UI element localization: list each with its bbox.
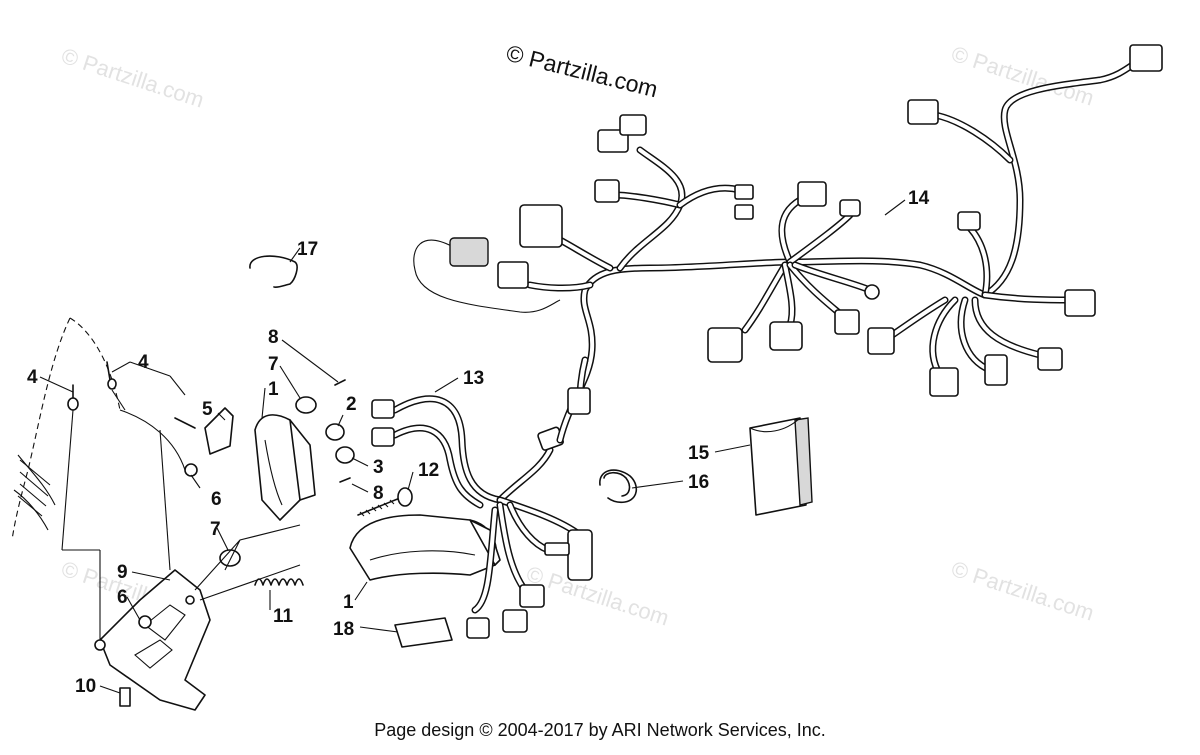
mount-bracket-9: [94, 569, 211, 711]
bulb-2: [325, 423, 345, 441]
callout-18: 18: [333, 619, 354, 640]
callout-13: 13: [463, 368, 484, 389]
decal-18: [394, 617, 453, 648]
watermark: © Partzilla.com: [948, 556, 1097, 626]
spring-11: [254, 578, 304, 586]
ring-clamp-16-inner: [603, 471, 631, 497]
copyright-watermark: © Partzilla.com: [504, 40, 661, 103]
callout-7b: 7: [210, 519, 221, 540]
grommet-7a: [295, 396, 317, 414]
callout-4a: 4: [27, 367, 38, 388]
watermark: © Partzilla.com: [948, 41, 1097, 111]
grommet-7b: [219, 549, 241, 567]
callout-9: 9: [117, 562, 128, 583]
watermark: © Partzilla.com: [523, 561, 672, 631]
callout-14: 14: [908, 188, 930, 209]
callout-8a: 8: [268, 327, 279, 348]
adjuster-screw-12: [357, 487, 413, 517]
callout-15: 15: [688, 443, 710, 464]
callout-8b: 8: [373, 483, 384, 504]
screw-8a: [334, 379, 346, 386]
headlight-1a: [254, 414, 316, 521]
callout-4b: 4: [138, 352, 149, 373]
rivet-pin-4b: [106, 361, 126, 411]
nut-6a: [184, 463, 198, 477]
watermark: © Partzilla.com: [58, 43, 207, 113]
callout-1a: 1: [268, 379, 279, 400]
headlight-harness-13: [371, 395, 593, 639]
page-footer-credit: Page design © 2004-2017 by ARI Network S…: [374, 720, 826, 740]
callout-6a: 6: [211, 489, 222, 510]
protective-sleeve-15: [749, 417, 813, 516]
callout-2: 2: [346, 394, 357, 415]
headlight-1b: [349, 514, 501, 581]
callout-7a: 7: [268, 354, 279, 375]
callout-6b: 6: [117, 587, 128, 608]
callout-10: 10: [75, 676, 96, 697]
clamp-17: [249, 255, 298, 288]
callout-5: 5: [202, 399, 213, 420]
rivet-pin-4a: [61, 384, 79, 551]
screw-8b: [339, 477, 351, 483]
mount-bracket-5: [204, 407, 234, 455]
ring-clamp-16: [599, 469, 638, 504]
nut-6b: [138, 615, 152, 629]
callout-17: 17: [297, 239, 318, 260]
main-wiring-harness-14: [413, 44, 1163, 444]
callout-12: 12: [418, 460, 439, 481]
callout-1b: 1: [343, 592, 354, 613]
clip-10: [119, 687, 131, 707]
callout-16: 16: [688, 472, 709, 493]
callout-3: 3: [373, 457, 384, 478]
fairing-outline: [11, 317, 186, 541]
callout-11: 11: [273, 606, 294, 627]
callout-labels: 4 4 5 6 1 7 8 2 3 8 12 17 13 14 15 16 7 …: [27, 188, 930, 697]
socket-3: [335, 446, 355, 464]
callout-leaders: [39, 199, 906, 694]
